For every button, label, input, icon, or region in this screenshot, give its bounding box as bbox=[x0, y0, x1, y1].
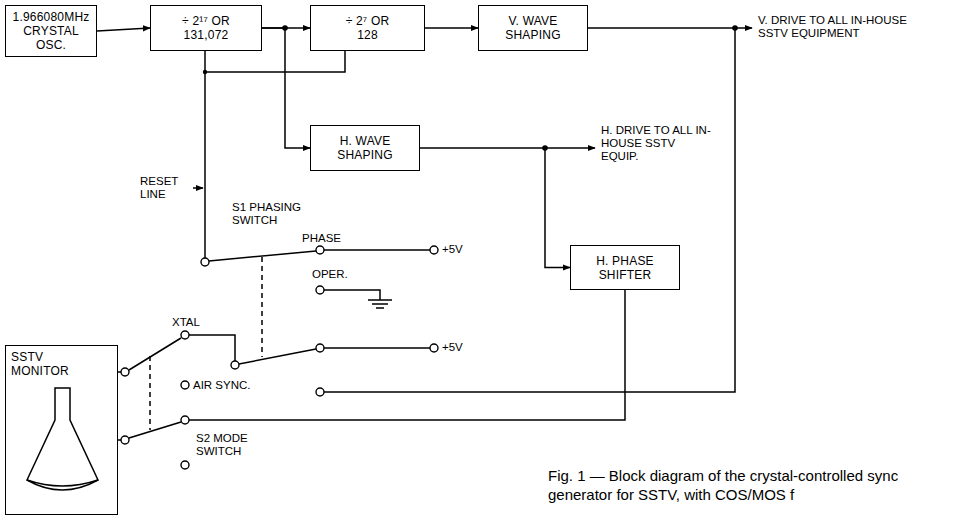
s1-switch bbox=[261, 257, 263, 357]
block-label: H. PHASE SHIFTER bbox=[589, 254, 661, 282]
s1-switch bbox=[209, 250, 430, 364]
supply-label: +5V bbox=[442, 243, 482, 256]
switch-position: AIR SYNC. bbox=[193, 379, 263, 392]
figure-caption: Fig. 1 — Block diagram of the crystal-co… bbox=[548, 466, 948, 504]
monitor-box: SSTV MONITOR bbox=[5, 345, 118, 515]
switch-contact bbox=[181, 381, 189, 389]
switch-contact bbox=[121, 436, 129, 444]
crt-drawing bbox=[27, 480, 98, 490]
switch-label: S1 PHASING SWITCH bbox=[232, 201, 337, 227]
switch-contact bbox=[121, 368, 129, 376]
s1-switch bbox=[324, 249, 430, 251]
divider-box: ÷ 2¹⁷ OR 131,072 bbox=[150, 5, 262, 51]
block-label: ÷ 2⁷ OR 128 bbox=[338, 14, 398, 42]
supply-label: +5V bbox=[442, 341, 482, 354]
switch-position: XTAL bbox=[172, 316, 222, 329]
reset-line-wire bbox=[193, 187, 203, 189]
wave-shaper-box: V. WAVE SHAPING bbox=[478, 5, 588, 51]
switch-contact bbox=[430, 344, 438, 352]
block-label: V. WAVE SHAPING bbox=[498, 14, 568, 42]
switch-contact bbox=[316, 344, 324, 352]
v-drive-wire bbox=[588, 27, 752, 29]
switch-label: S2 MODE SWITCH bbox=[196, 432, 286, 458]
switch-contact bbox=[181, 416, 189, 424]
switch-contact bbox=[316, 388, 324, 396]
signal-arrow bbox=[420, 148, 570, 268]
signal-arrow bbox=[425, 27, 478, 29]
reset-line-wire bbox=[205, 51, 345, 72]
s2-switch bbox=[189, 335, 235, 361]
block-label: SSTV MONITOR bbox=[11, 350, 73, 378]
v-drive-wire bbox=[324, 28, 752, 392]
switch-contact bbox=[181, 461, 189, 469]
oscillator-box: 1.966080MHz CRYSTAL OSC. bbox=[5, 5, 97, 57]
switch-contact bbox=[231, 361, 239, 369]
junction-dot bbox=[732, 25, 738, 31]
v-drive-wire bbox=[324, 28, 735, 392]
signal-arrow bbox=[262, 28, 310, 148]
switch-contact bbox=[181, 331, 189, 339]
junction-dot bbox=[203, 70, 207, 74]
s2-switch bbox=[118, 290, 625, 440]
s1-switch bbox=[324, 347, 430, 349]
signal-arrow bbox=[97, 28, 150, 31]
s2-switch bbox=[129, 338, 181, 370]
reset-line-wire bbox=[204, 51, 206, 258]
block-label: H. WAVE SHAPING bbox=[330, 134, 400, 162]
block-label: ÷ 2¹⁷ OR 131,072 bbox=[171, 14, 241, 42]
phase-shifter-box: H. PHASE SHIFTER bbox=[570, 245, 680, 290]
switch-position: OPER. bbox=[312, 268, 362, 281]
s2-switch bbox=[189, 290, 625, 420]
switch-contact bbox=[430, 246, 438, 254]
s1-switch bbox=[368, 300, 392, 308]
connector-layer bbox=[97, 28, 570, 268]
signal-name: H. DRIVE TO ALL IN-HOUSE SSTV EQUIP. bbox=[601, 124, 713, 163]
switch-position: PHASE bbox=[302, 232, 362, 245]
h-drive-wire bbox=[545, 147, 595, 149]
s1-switch bbox=[324, 290, 380, 300]
s2-switch bbox=[129, 422, 181, 438]
wave-shaper-box: H. WAVE SHAPING bbox=[310, 125, 420, 171]
divider-box: ÷ 2⁷ OR 128 bbox=[310, 5, 425, 51]
switch-contact bbox=[201, 258, 209, 266]
signal-name: V. DRIVE TO ALL IN-HOUSE SSTV EQUIPMENT bbox=[758, 14, 933, 40]
switch-contact bbox=[316, 286, 324, 294]
switch-contact bbox=[121, 246, 438, 469]
block-label: 1.966080MHz CRYSTAL OSC. bbox=[11, 10, 91, 52]
h-drive-wire bbox=[545, 147, 595, 149]
crt-drawing bbox=[27, 388, 98, 486]
signal-name: RESET LINE bbox=[140, 175, 190, 201]
switch-contact bbox=[316, 246, 324, 254]
s2-switch bbox=[149, 356, 151, 430]
reset-line-wire bbox=[193, 51, 345, 258]
crt-drawing bbox=[27, 388, 98, 490]
s1-switch bbox=[239, 349, 316, 364]
